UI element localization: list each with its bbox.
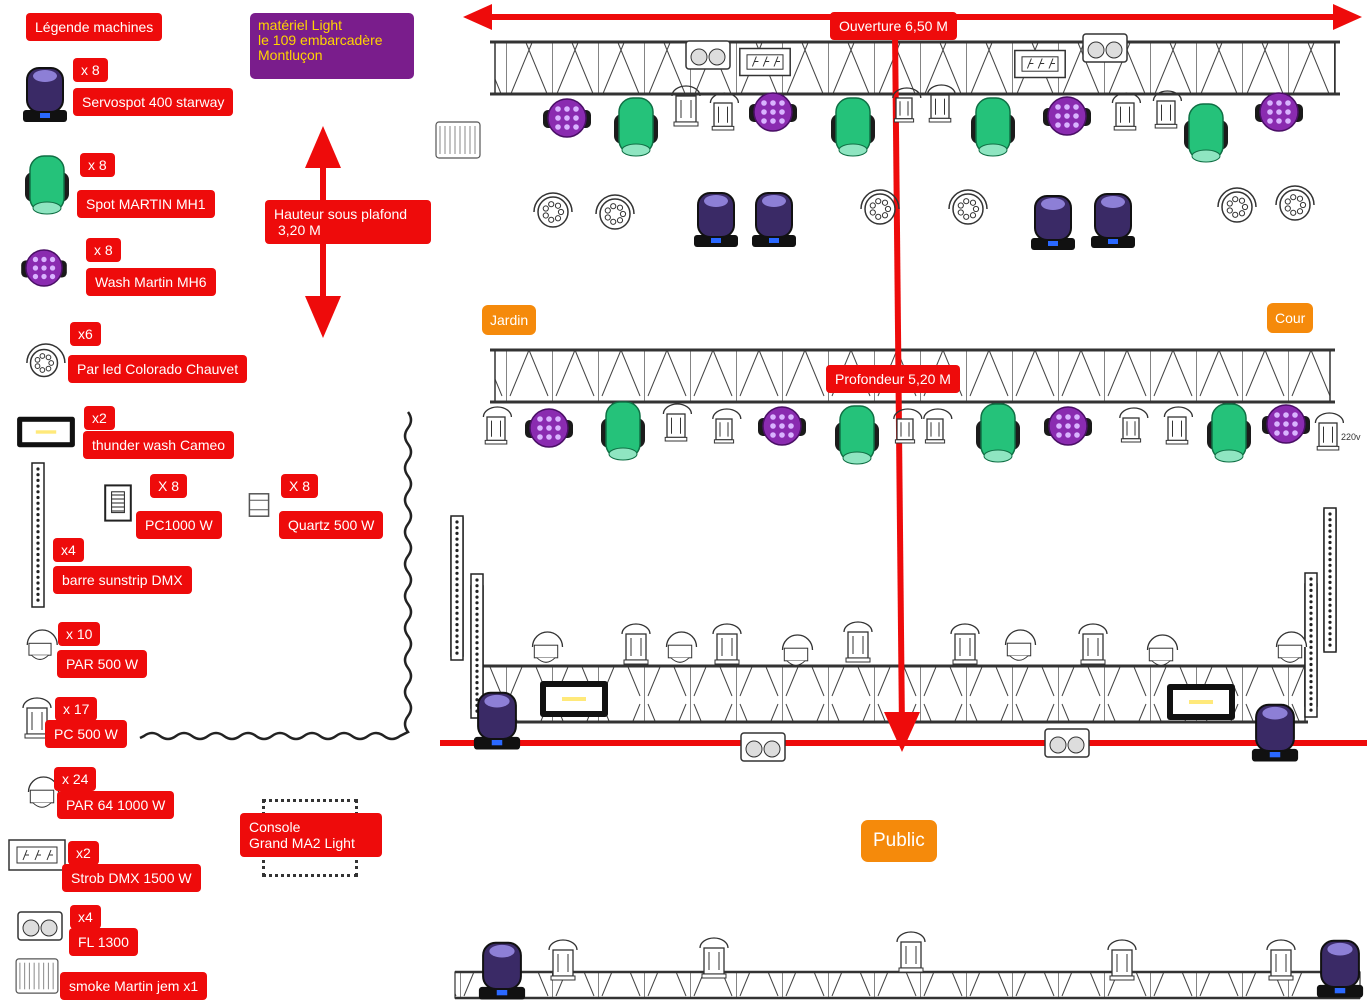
legend-count-12: x4 [70,905,101,929]
audience-label: Public [861,820,937,862]
legend-name-7: barre sunstrip DMX [53,566,192,594]
legend-title: Légende machines [26,13,163,41]
height-line-2: 3,20 M [278,222,321,238]
legend-count-1: x 8 [80,153,115,177]
legend-count-2: x 8 [86,238,121,262]
legend-count-7: x4 [53,538,84,562]
legend-name-0: Servospot 400 starway [73,88,234,116]
venue-line-2: le 109 embarcadère [258,32,383,48]
legend-name-11: Strob DMX 1500 W [62,864,201,892]
legend-name-4: thunder wash Cameo [83,431,235,459]
truss-upstage [490,40,1340,96]
legend-name-10: PAR 64 1000 W [57,791,175,819]
legend-count-5: X 8 [150,474,188,498]
venue-line-1: matériel Light [258,17,343,33]
legend-count-4: x2 [84,406,115,430]
legend-name-3: Par led Colorado Chauvet [68,355,248,383]
legend-name-9: PC 500 W [45,720,127,748]
truss-front [454,970,1361,1000]
legend-name-1: Spot MARTIN MH1 [77,190,215,218]
opening-label: Ouverture 6,50 M [830,12,957,40]
console-line-1: Console [249,819,301,835]
console-line-2: Grand MA2 Light [249,835,355,851]
legend-count-10: x 24 [54,767,97,791]
height-line-1: Hauteur sous plafond [274,206,408,222]
socket-label: 220v [1341,432,1361,442]
legend-name-8: PAR 500 W [57,650,148,678]
legend-name-5: PC1000 W [136,511,222,539]
legend-count-11: x2 [68,841,99,865]
legend-count-3: x6 [70,322,101,346]
depth-label: Profondeur 5,20 M [826,365,960,393]
legend-name-6: Quartz 500 W [279,511,384,539]
stage-right-label: Cour [1267,303,1314,333]
venue-label: matériel Light le 109 embarcadère Montlu… [250,13,414,79]
legend-count-6: X 8 [281,474,319,498]
venue-line-3: Montluçon [258,47,323,63]
height-label: Hauteur sous plafond 3,20 M [265,200,431,244]
legend-name-13: smoke Martin jem x1 [60,972,208,1000]
legend-count-8: x 10 [58,622,101,646]
legend-count-0: x 8 [73,58,108,82]
console-label: Console Grand MA2 Light [240,813,382,857]
legend-name-2: Wash Martin MH6 [86,268,216,296]
boundary-line [139,411,413,741]
legend-count-9: x 17 [55,697,98,721]
stage-left-label: Jardin [482,305,537,335]
legend-name-12: FL 1300 [69,928,138,956]
